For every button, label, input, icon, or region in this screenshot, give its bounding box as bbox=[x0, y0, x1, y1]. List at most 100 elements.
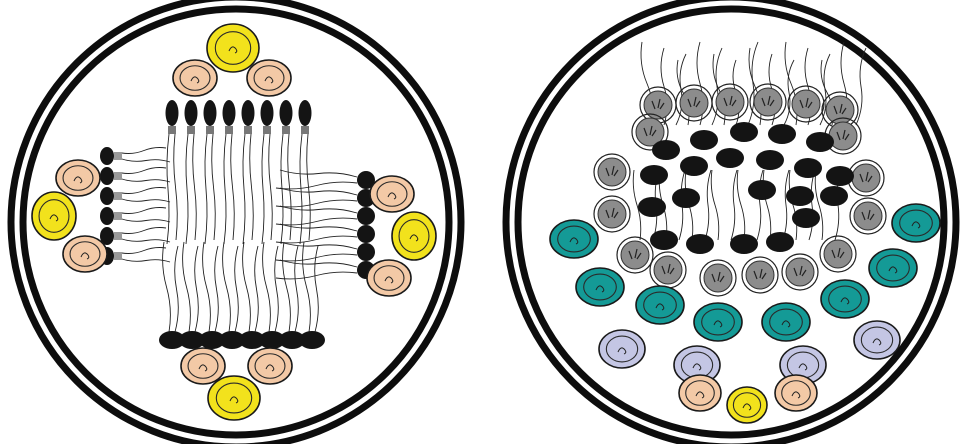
left-top-neck bbox=[263, 126, 271, 134]
left-top-neck bbox=[168, 126, 176, 134]
right-arm-tail bbox=[276, 200, 357, 207]
left-arm-head bbox=[100, 167, 114, 185]
black-head bbox=[640, 165, 668, 185]
left-top-tail bbox=[193, 134, 197, 240]
left-top-tail bbox=[243, 134, 245, 244]
yellow-ion bbox=[207, 24, 259, 72]
right-arm-tail bbox=[276, 182, 357, 189]
black-head bbox=[652, 140, 680, 160]
left-top-neck bbox=[244, 126, 252, 134]
gray-head bbox=[750, 84, 786, 120]
left-top-neck bbox=[225, 126, 233, 134]
gray-head bbox=[712, 84, 748, 120]
left-top-head bbox=[280, 100, 293, 126]
gray-head bbox=[594, 196, 630, 232]
black-head bbox=[730, 122, 758, 142]
yellow-ion bbox=[32, 192, 76, 240]
left-arm-tail bbox=[122, 207, 166, 213]
left-arm-neck bbox=[114, 192, 122, 200]
left-arm-neck bbox=[114, 232, 122, 240]
black-head bbox=[638, 197, 666, 217]
peach-ion bbox=[775, 375, 817, 411]
left-top-neck bbox=[187, 126, 195, 134]
gray-head bbox=[650, 252, 686, 288]
left-top-head bbox=[261, 100, 274, 126]
left-arm-tail bbox=[122, 159, 170, 162]
black-head bbox=[806, 132, 834, 152]
black-head bbox=[748, 180, 776, 200]
left-micelle-panel bbox=[11, 0, 461, 444]
gray-head bbox=[640, 87, 676, 123]
gray-head bbox=[676, 85, 712, 121]
left-bottom-tail bbox=[255, 246, 259, 332]
black-head bbox=[690, 130, 718, 150]
left-top-neck bbox=[282, 126, 290, 134]
left-arm-tail bbox=[122, 179, 170, 182]
right-micelle-panel bbox=[506, 0, 956, 444]
left-bottom-tail bbox=[215, 246, 219, 332]
left-arm-neck bbox=[114, 252, 122, 260]
left-top-tail bbox=[205, 134, 207, 244]
left-top-tail bbox=[288, 134, 292, 240]
gray-head bbox=[850, 198, 886, 234]
teal-ion bbox=[576, 268, 624, 306]
peach-ion bbox=[247, 60, 291, 96]
black-head bbox=[716, 148, 744, 168]
right-arm-head bbox=[357, 243, 375, 261]
right-center-tail bbox=[711, 170, 719, 240]
gray-head-core bbox=[746, 261, 774, 289]
gray-head-core bbox=[854, 202, 882, 230]
right-center-tail bbox=[809, 170, 815, 240]
left-bottom-tail bbox=[243, 242, 251, 332]
left-arm-neck bbox=[114, 212, 122, 220]
left-arm-neck bbox=[114, 172, 122, 180]
gray-head-core bbox=[786, 258, 814, 286]
black-head bbox=[766, 232, 794, 252]
gray-head bbox=[782, 254, 818, 290]
left-top-head bbox=[242, 100, 255, 126]
left-arm-tail bbox=[122, 247, 166, 253]
black-head bbox=[730, 234, 758, 254]
yellow-ion bbox=[392, 212, 436, 260]
left-arm-tail bbox=[122, 147, 166, 153]
left-bottom-tail bbox=[203, 242, 211, 332]
left-top-tail bbox=[167, 134, 169, 244]
right-center-tail bbox=[815, 170, 823, 240]
left-bottom-tail bbox=[295, 246, 299, 332]
left-bottom-tail bbox=[235, 246, 239, 332]
left-top-head bbox=[223, 100, 236, 126]
left-bottom-tail bbox=[315, 246, 319, 332]
gray-head-core bbox=[829, 122, 857, 150]
left-top-neck bbox=[206, 126, 214, 134]
gray-head-core bbox=[704, 264, 732, 292]
left-bottom-tail bbox=[303, 242, 311, 332]
gray-head-core bbox=[644, 91, 672, 119]
gray-head-core bbox=[598, 200, 626, 228]
right-center-tail bbox=[705, 170, 711, 240]
peach-ion bbox=[181, 348, 225, 384]
right-center-tail bbox=[731, 170, 737, 240]
left-top-tail bbox=[262, 134, 264, 244]
gray-head-core bbox=[754, 88, 782, 116]
gray-head-core bbox=[824, 240, 852, 268]
teal-ion bbox=[762, 303, 810, 341]
peach-ion bbox=[248, 348, 292, 384]
gray-head bbox=[700, 260, 736, 296]
peach-ion bbox=[679, 375, 721, 411]
teal-ion bbox=[694, 303, 742, 341]
peach-ion bbox=[367, 260, 411, 296]
gray-head bbox=[820, 236, 856, 272]
black-head bbox=[794, 158, 822, 178]
left-bottom-tail bbox=[223, 242, 231, 332]
left-arm-tail bbox=[122, 239, 170, 242]
left-top-head bbox=[166, 100, 179, 126]
left-top-neck bbox=[301, 126, 309, 134]
black-head bbox=[820, 186, 848, 206]
left-top-head bbox=[185, 100, 198, 126]
gray-head-core bbox=[654, 256, 682, 284]
teal-ion bbox=[821, 280, 869, 318]
right-arm-tail bbox=[276, 272, 357, 279]
left-arm-tail bbox=[122, 167, 166, 173]
peach-ion bbox=[63, 236, 107, 272]
